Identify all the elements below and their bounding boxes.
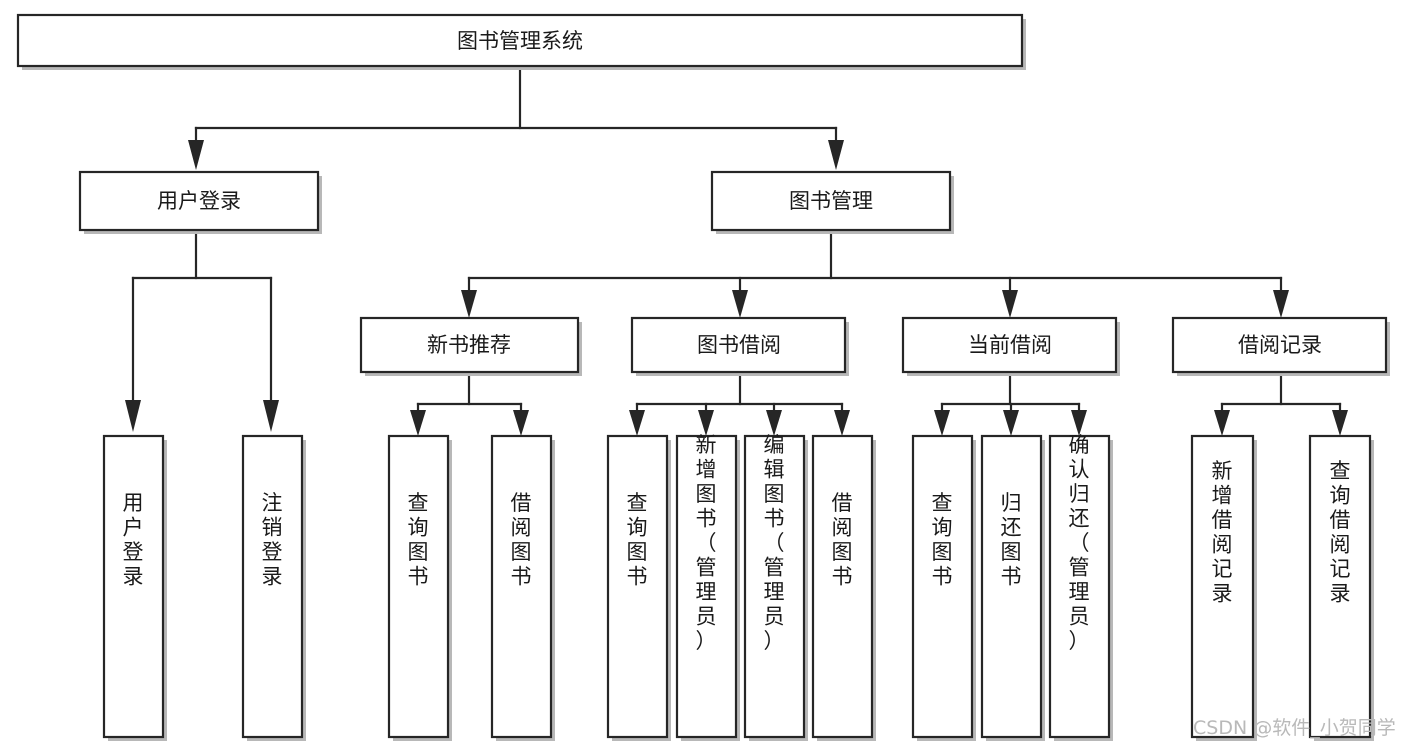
edge-root-to-level1 xyxy=(188,66,844,170)
node-leaf-return-book-label: 归还图书 xyxy=(1001,491,1022,589)
node-leaf-confirm-return[interactable]: 确认归还（管理员） xyxy=(1048,433,1113,741)
node-leaf-borrow-book-2-label: 借阅图书 xyxy=(832,491,853,589)
edge-bookborrow-to-leaves xyxy=(629,372,850,436)
node-leaf-query-book-2[interactable]: 查询图书 xyxy=(606,434,671,741)
node-leaf-logout-login-label: 注销登录 xyxy=(262,491,283,589)
edge-newbook-to-leaves xyxy=(410,372,529,436)
node-leaf-borrow-book-1-label: 借阅图书 xyxy=(511,491,532,589)
node-leaf-query-book-3[interactable]: 查询图书 xyxy=(911,434,976,741)
node-leaf-query-book-2-label: 查询图书 xyxy=(627,491,648,589)
node-book-borrow[interactable]: 图书借阅 xyxy=(630,316,849,376)
node-leaf-query-book-1[interactable]: 查询图书 xyxy=(387,434,452,741)
node-leaf-add-book[interactable]: 新增图书（管理员） xyxy=(675,433,740,741)
edge-currentborrow-to-leaves xyxy=(934,372,1087,436)
node-leaf-query-record-label: 查询借阅记录 xyxy=(1330,459,1351,606)
node-user-login[interactable]: 用户登录 xyxy=(78,170,322,234)
node-leaf-logout-login[interactable]: 注销登录 xyxy=(241,434,306,741)
node-leaf-edit-book-label: 编辑图书（管理员） xyxy=(764,433,785,653)
edges-layer xyxy=(125,66,1348,436)
node-root-label: 图书管理系统 xyxy=(457,29,583,53)
node-leaf-return-book[interactable]: 归还图书 xyxy=(980,434,1045,741)
node-leaf-query-record[interactable]: 查询借阅记录 xyxy=(1308,434,1374,741)
node-leaf-edit-book[interactable]: 编辑图书（管理员） xyxy=(743,433,808,741)
node-user-login-label: 用户登录 xyxy=(157,189,241,213)
node-book-management-label: 图书管理 xyxy=(789,189,873,213)
node-borrow-record[interactable]: 借阅记录 xyxy=(1171,316,1390,376)
node-new-book-recommend[interactable]: 新书推荐 xyxy=(359,316,582,376)
node-leaf-borrow-book-1[interactable]: 借阅图书 xyxy=(490,434,555,741)
node-leaf-confirm-return-label: 确认归还（管理员） xyxy=(1069,433,1090,653)
node-borrow-record-label: 借阅记录 xyxy=(1238,333,1322,357)
node-leaf-add-record-label: 新增借阅记录 xyxy=(1212,459,1233,606)
node-book-management[interactable]: 图书管理 xyxy=(710,170,954,234)
node-book-borrow-label: 图书借阅 xyxy=(697,333,781,357)
edge-bookmgmt-to-level2 xyxy=(461,232,1289,318)
edge-borrowrecord-to-leaves xyxy=(1214,372,1348,436)
node-leaf-user-login-label: 用户登录 xyxy=(123,491,144,589)
node-root[interactable]: 图书管理系统 xyxy=(16,13,1026,70)
edge-userlogin-to-leaves xyxy=(125,232,279,432)
node-current-borrow-label: 当前借阅 xyxy=(968,333,1052,357)
node-leaf-borrow-book-2[interactable]: 借阅图书 xyxy=(811,434,876,741)
csdn-watermark: CSDN @软件_小贺同学 xyxy=(1193,717,1396,739)
node-leaf-query-book-3-label: 查询图书 xyxy=(932,491,953,589)
node-leaf-query-book-1-label: 查询图书 xyxy=(408,491,429,589)
node-new-book-recommend-label: 新书推荐 xyxy=(427,333,511,357)
node-leaf-user-login[interactable]: 用户登录 xyxy=(102,434,167,741)
node-leaf-add-book-label: 新增图书（管理员） xyxy=(696,433,717,653)
node-leaf-add-record[interactable]: 新增借阅记录 xyxy=(1190,434,1257,741)
node-current-borrow[interactable]: 当前借阅 xyxy=(901,316,1120,376)
